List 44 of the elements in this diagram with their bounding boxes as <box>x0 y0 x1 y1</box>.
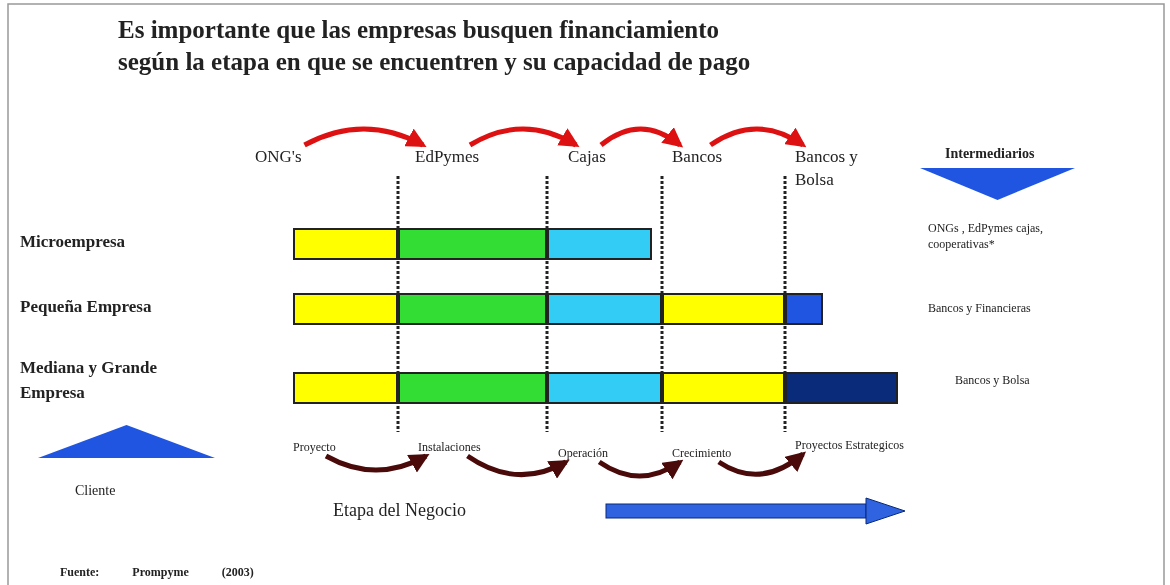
stage-label: Instalaciones <box>418 438 508 456</box>
stage-label: EdPymes <box>415 145 515 168</box>
curved-arrow <box>597 459 684 479</box>
curved-arrow <box>599 126 684 148</box>
title: Es importante que las empresas busquen financiamiento según la etapa en que se encuentren y su capacidad de pago <box>118 15 752 77</box>
stage-bar <box>547 293 662 325</box>
stage-label: Cajas <box>568 145 628 168</box>
stage-bar <box>398 293 547 325</box>
header-label: Intermediarios <box>945 146 1035 162</box>
stage-label: Bancos <box>672 145 742 168</box>
stage-bar <box>785 372 898 404</box>
stage-label: Bancos y Bolsa <box>795 145 875 191</box>
note-text: ONGs , EdPymes cajas, cooperativas* <box>928 220 1044 252</box>
stage-label: ONG's <box>255 145 345 168</box>
legend-text: Cliente <box>75 483 116 499</box>
stage-bar <box>547 228 652 260</box>
triangle-shape <box>38 425 215 458</box>
curved-arrow <box>466 453 570 479</box>
stage-label: Proyecto <box>293 438 353 456</box>
source-note: Fuente: Prompyme (2003) <box>60 565 254 580</box>
stage-bar <box>293 228 398 260</box>
curved-arrow <box>303 126 427 148</box>
stage-bar <box>547 372 662 404</box>
stage-label: Operación <box>558 444 633 462</box>
curved-arrow <box>468 126 580 148</box>
row-label: Microempresa <box>20 232 126 252</box>
axis-label: Etapa del Negocio <box>333 500 466 521</box>
stage-bar <box>293 372 398 404</box>
stage-bar <box>662 293 785 325</box>
note-text: Bancos y Financieras <box>928 301 1031 316</box>
curved-arrow <box>717 451 807 477</box>
stage-bar <box>398 372 547 404</box>
stage-bar <box>662 372 785 404</box>
stage-bar <box>293 293 398 325</box>
curved-arrow <box>709 126 807 148</box>
triangle-shape <box>920 168 1075 200</box>
stage-label: Proyectos Estrategicos <box>795 436 905 454</box>
row-label: Mediana y Grande Empresa <box>20 357 158 404</box>
curved-arrow <box>324 453 430 473</box>
note-text: Bancos y Bolsa <box>955 373 1030 388</box>
row-label: Pequeña Empresa <box>20 297 152 317</box>
stage-label: Crecimiento <box>672 444 757 462</box>
stage-bar <box>398 228 547 260</box>
stage-bar <box>785 293 823 325</box>
